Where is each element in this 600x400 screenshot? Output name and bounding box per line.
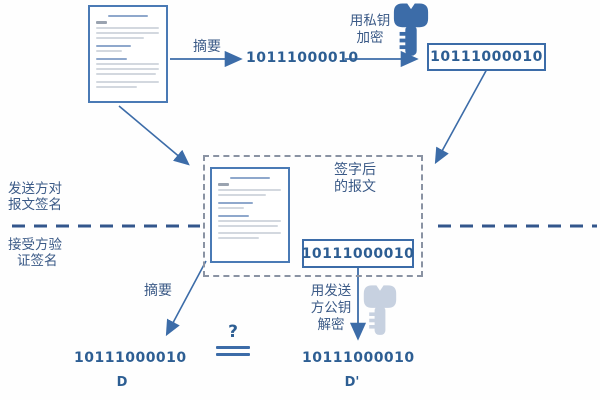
signature-value-signed: 10111000010 bbox=[301, 245, 415, 262]
original-document-icon bbox=[88, 5, 168, 103]
question-equals-comparison: ? bbox=[210, 322, 256, 356]
document-text-line bbox=[96, 58, 128, 60]
document-text-line bbox=[96, 68, 159, 70]
decrypted-value-d-prime: 10111000010 bbox=[302, 350, 415, 366]
decrypted-name-d-prime: D' bbox=[344, 375, 360, 390]
receiver-verify-label: 接受方验 证签名 bbox=[8, 237, 80, 269]
signed-message-label: 签字后 的报文 bbox=[322, 162, 388, 196]
receiver-verify-label-line2: 证签名 bbox=[17, 253, 58, 269]
document-text-line bbox=[218, 194, 266, 196]
signed-message-box bbox=[203, 155, 423, 277]
document-text-line bbox=[96, 21, 107, 24]
sender-sign-label: 发送方对 报文签名 bbox=[8, 181, 80, 213]
private-key-icon bbox=[393, 3, 429, 56]
signature-box-signed: 10111000010 bbox=[302, 239, 414, 268]
equals-sign-bar-bottom bbox=[216, 353, 250, 356]
document-text-line bbox=[96, 86, 137, 88]
decrypt-label-line1: 用发送 bbox=[310, 283, 352, 299]
document-text-line bbox=[218, 207, 244, 209]
signed-document-icon bbox=[210, 167, 290, 263]
document-text-line bbox=[96, 27, 159, 29]
document-text-line bbox=[108, 15, 148, 17]
document-text-line bbox=[96, 63, 159, 65]
document-text-line bbox=[96, 37, 144, 39]
decrypt-with-public-key-label: 用发送 方公钥 解密 bbox=[302, 283, 360, 334]
document-text-line bbox=[218, 183, 229, 186]
document-text-line bbox=[218, 220, 281, 222]
equals-sign-bar-top bbox=[216, 346, 250, 349]
encrypt-with-private-key-label: 用私钥 加密 bbox=[342, 13, 398, 47]
digest-label-bottom: 摘要 bbox=[144, 283, 172, 299]
document-text-line bbox=[96, 50, 122, 52]
document-text-line bbox=[96, 81, 159, 83]
sender-sign-label-line1: 发送方对 bbox=[8, 181, 62, 197]
document-text-line bbox=[218, 215, 250, 217]
public-key-icon bbox=[363, 285, 397, 335]
decrypt-label-line2: 方公钥 bbox=[310, 300, 352, 316]
digest-name-d: D bbox=[116, 375, 128, 390]
signature-value-top: 10111000010 bbox=[430, 49, 543, 65]
decrypt-label-line3: 解密 bbox=[317, 317, 345, 333]
digest-label-top: 摘要 bbox=[193, 39, 221, 55]
signature-to-signed-arrow bbox=[434, 68, 488, 165]
encrypt-label-line1: 用私钥 bbox=[349, 13, 391, 29]
signed-message-label-line1: 签字后 bbox=[334, 162, 376, 178]
document-text-line bbox=[218, 225, 278, 227]
document-text-line bbox=[96, 32, 159, 34]
document-text-line bbox=[96, 73, 156, 75]
document-text-line bbox=[96, 45, 132, 47]
digest-value-top: 10111000010 bbox=[246, 50, 359, 66]
receiver-verify-label-line1: 接受方验 bbox=[8, 237, 62, 253]
document-text-line bbox=[218, 189, 281, 191]
signed-message-label-line2: 的报文 bbox=[334, 179, 376, 195]
sender-sign-label-line2: 报文签名 bbox=[8, 197, 62, 213]
digest-value-d: 10111000010 bbox=[74, 350, 187, 366]
document-text-line bbox=[218, 232, 281, 234]
document-to-signed-arrow bbox=[118, 105, 190, 166]
question-mark: ? bbox=[228, 322, 238, 342]
encrypt-label-line2: 加密 bbox=[356, 30, 384, 46]
document-text-line bbox=[218, 237, 259, 239]
document-text-line bbox=[230, 177, 270, 179]
document-text-line bbox=[218, 202, 254, 204]
signature-box-top: 10111000010 bbox=[427, 43, 546, 71]
